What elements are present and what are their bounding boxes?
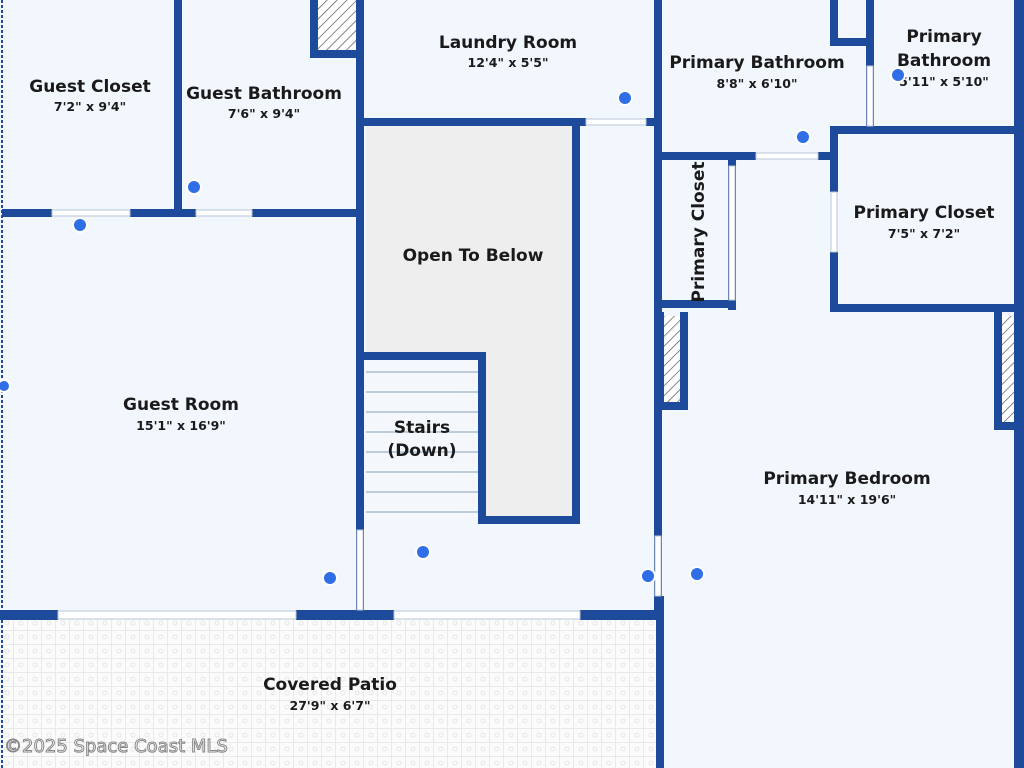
covered-patio-dims: 27'9" x 6'7" — [290, 698, 371, 713]
photo-marker[interactable] — [640, 568, 656, 584]
primary-bathroom-2-label-line2: Bathroom — [897, 51, 991, 71]
guest-bathroom-dims: 7'6" x 9'4" — [228, 106, 300, 121]
stairs-label-line2: (Down) — [387, 441, 456, 461]
hatched-chase-left — [664, 316, 680, 402]
covered-patio-label: Covered Patio — [263, 675, 397, 695]
photo-marker[interactable] — [322, 570, 338, 586]
photo-marker[interactable] — [890, 67, 906, 83]
guest-closet-label: Guest Closet — [29, 77, 151, 97]
guest-bathroom-label: Guest Bathroom — [186, 84, 342, 104]
hatched-chase-top — [318, 0, 356, 50]
photo-marker[interactable] — [795, 129, 811, 145]
open-to-below-area-lower — [484, 358, 572, 516]
primary-bathroom-2-dims: 5'11" x 5'10" — [899, 74, 989, 89]
watermark: ©2025 Space Coast MLS — [4, 736, 228, 757]
photo-marker[interactable] — [689, 566, 705, 582]
guest-room-dims: 15'1" x 16'9" — [136, 418, 226, 433]
primary-closet-dims: 7'5" x 7'2" — [888, 226, 960, 241]
primary-bedroom-label: Primary Bedroom — [763, 469, 930, 489]
primary-closet-small-label: Primary Closet — [689, 162, 709, 303]
photo-marker[interactable] — [617, 90, 633, 106]
photo-markers[interactable] — [0, 67, 906, 586]
photo-marker[interactable] — [186, 179, 202, 195]
primary-bathroom-dims: 8'8" x 6'10" — [717, 76, 798, 91]
photo-marker[interactable] — [415, 544, 431, 560]
guest-room-label: Guest Room — [123, 395, 239, 415]
photo-marker[interactable] — [0, 379, 11, 393]
primary-closet-label: Primary Closet — [854, 203, 995, 223]
laundry-room-dims: 12'4" x 5'5" — [468, 55, 549, 70]
photo-marker[interactable] — [72, 217, 88, 233]
open-to-below-label: Open To Below — [403, 246, 544, 266]
stair-treads — [366, 362, 478, 518]
guest-closet-dims: 7'2" x 9'4" — [54, 99, 126, 114]
stairs-label-line1: Stairs — [394, 418, 450, 438]
open-to-below-area — [366, 126, 572, 358]
primary-bathroom-2-label-line1: Primary — [906, 27, 981, 47]
door-openings — [51, 65, 874, 620]
laundry-room-label: Laundry Room — [439, 33, 577, 53]
primary-bedroom-dims: 14'11" x 19'6" — [798, 492, 896, 507]
primary-bathroom-label: Primary Bathroom — [669, 53, 844, 73]
covered-patio-area — [4, 618, 656, 768]
hatched-chase-right — [1002, 316, 1014, 422]
